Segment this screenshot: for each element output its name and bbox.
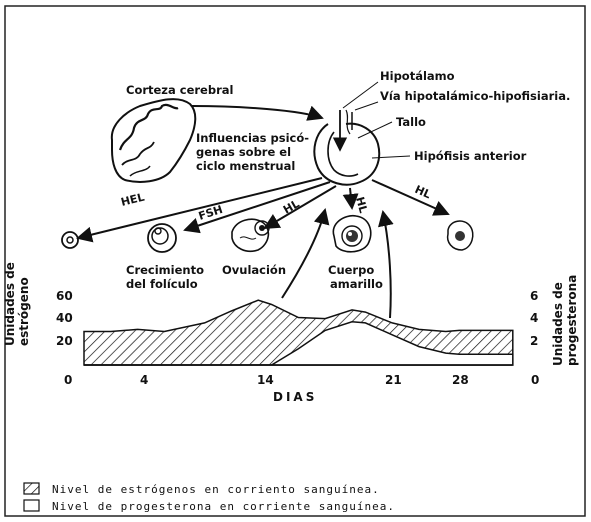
label-pituitary: Hipófisis anterior (414, 149, 527, 163)
hormone-chart (84, 300, 513, 365)
left-tick-60: 60 (56, 289, 73, 303)
arrow-progesterone-feedback (383, 212, 391, 318)
ovulation-drawing (232, 219, 269, 251)
arrow-label-hl-1: HL (281, 197, 302, 216)
right-tick-2: 2 (530, 334, 538, 348)
right-tick-4: 4 (530, 311, 538, 325)
label-stalk: Tallo (396, 115, 426, 129)
pointer-pituitary (372, 156, 410, 158)
corpus-luteum-drawing (333, 216, 370, 252)
right-axis-title-2: progesterona (565, 275, 579, 366)
left-tick-40: 40 (56, 311, 73, 325)
x-tick-0: 0 (64, 373, 72, 387)
x-tick-28: 28 (452, 373, 469, 387)
label-follicle-2: del folículo (126, 277, 198, 291)
left-axis-title-2: estrógeno (17, 277, 31, 346)
legend-text-progesterone: Nivel de progesterona en corriente sangu… (52, 500, 395, 513)
follicle-growing (148, 224, 176, 252)
follicle-small (62, 232, 78, 248)
arrow-cortex-hypothalamus (192, 106, 322, 118)
legend-text-estrogen: Nivel de estrógenos en corriento sanguín… (52, 483, 380, 496)
label-psych-1: Influencias psicó- (196, 131, 309, 145)
x-tick-14: 14 (257, 373, 274, 387)
legend-swatch-estrogen (24, 483, 39, 494)
regressing-ovary-drawing (448, 221, 473, 250)
label-cortex: Corteza cerebral (126, 83, 233, 97)
arrow-label-hl-2: HL (353, 195, 370, 214)
right-tick-6: 6 (530, 289, 538, 303)
arrow-hl-corpus (350, 188, 352, 208)
label-corpus-2: amarillo (330, 277, 383, 291)
label-psych-3: ciclo menstrual (196, 159, 295, 173)
x-tick-21: 21 (385, 373, 402, 387)
left-tick-20: 20 (56, 334, 73, 348)
arrow-label-hel: HEL (120, 191, 146, 209)
label-psych-2: genas sobre el (196, 145, 291, 159)
figure-border (5, 6, 585, 516)
right-axis-title-1: Unidades de (551, 282, 565, 366)
x-tick-4: 4 (140, 373, 148, 387)
x-tick-0-end: 0 (531, 373, 539, 387)
arrow-label-fsh: FSH (197, 203, 224, 223)
legend-swatch-progesterone (24, 500, 39, 511)
x-axis-label: DIAS (273, 390, 317, 404)
label-follicle-1: Crecimiento (126, 263, 204, 277)
cerebral-cortex-drawing (112, 99, 195, 182)
arrow-estrogen-feedback (282, 210, 325, 298)
pointer-pathway (355, 102, 378, 110)
label-hypothalamus: Hipotálamo (380, 69, 455, 83)
pituitary-drawing (314, 110, 379, 185)
left-axis-title-1: Unidades de (3, 262, 17, 346)
label-pathway: Vía hipotalámico-hipofisiaria. (380, 89, 570, 103)
arrow-hl-right (372, 180, 448, 214)
label-ovulation: Ovulación (222, 263, 286, 277)
label-corpus-1: Cuerpo (328, 263, 374, 277)
